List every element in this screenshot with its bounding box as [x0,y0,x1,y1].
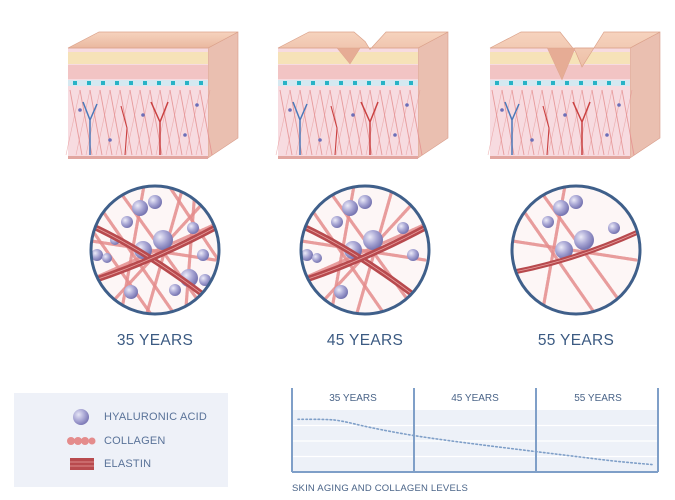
age-label-55: 55 YEARS [537,332,615,349]
skin-block-55 [487,31,661,159]
chart-column-label-55: 55 YEARS [574,393,622,404]
zoom-circle-55 [510,184,642,316]
skin-block-35 [65,31,239,159]
chart-caption: SKIN AGING AND COLLAGEN LEVELS [292,483,469,494]
age-label-35: 35 YEARS [116,332,194,349]
collagen-level-line [297,418,653,466]
chart-column-label-35: 35 YEARS [329,393,377,404]
elastin-band-icon [70,458,94,470]
chart-column-label-45: 45 YEARS [451,393,499,404]
collagen-chart: 35 YEARS 45 YEARS 55 YEARS [290,388,660,474]
legend-label-elastin: ELASTIN [104,458,152,470]
zoom-circle-45 [299,184,431,316]
zoom-circle-35 [89,184,221,316]
legend: HYALURONIC ACID COLLAGEN ELASTIN [14,393,228,487]
chart-plot [291,388,659,473]
legend-label-collagen: COLLAGEN [104,435,166,447]
legend-label-hyaluronic: HYALURONIC ACID [104,411,208,423]
skin-block-45 [275,31,449,159]
sphere-icon [73,409,89,425]
age-label-45: 45 YEARS [326,332,404,349]
collagen-chain-icon [67,437,96,445]
